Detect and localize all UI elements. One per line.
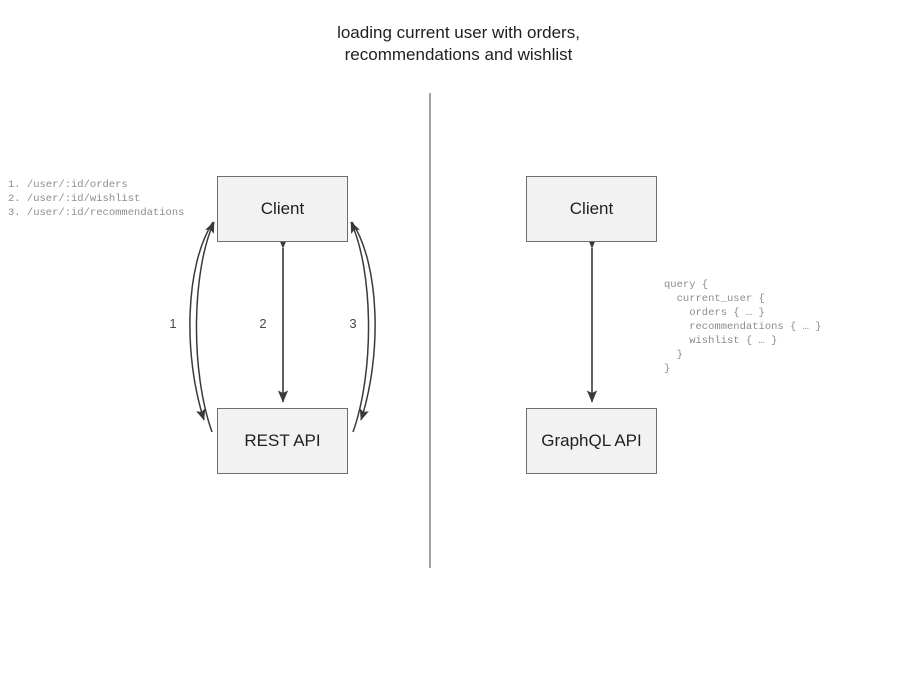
- node-client-graphql[interactable]: Client: [526, 176, 657, 242]
- node-client-rest[interactable]: Client: [217, 176, 348, 242]
- rest-endpoint-list: 1. /user/:id/orders 2. /user/:id/wishlis…: [8, 179, 185, 219]
- graphql-query-snippet: query { current_user { orders { … } reco…: [664, 279, 822, 375]
- arrow-label-1: 1: [169, 316, 177, 331]
- page-title: loading current user with orders, recomm…: [337, 23, 580, 64]
- rest-arrow-1-down: [189, 221, 214, 421]
- node-graphql-api[interactable]: GraphQL API: [526, 408, 657, 474]
- arrow-label-3: 3: [349, 316, 357, 331]
- node-rest-api[interactable]: REST API: [217, 408, 348, 474]
- arrow-label-2: 2: [259, 316, 267, 331]
- rest-arrow-1-up: [195, 221, 215, 433]
